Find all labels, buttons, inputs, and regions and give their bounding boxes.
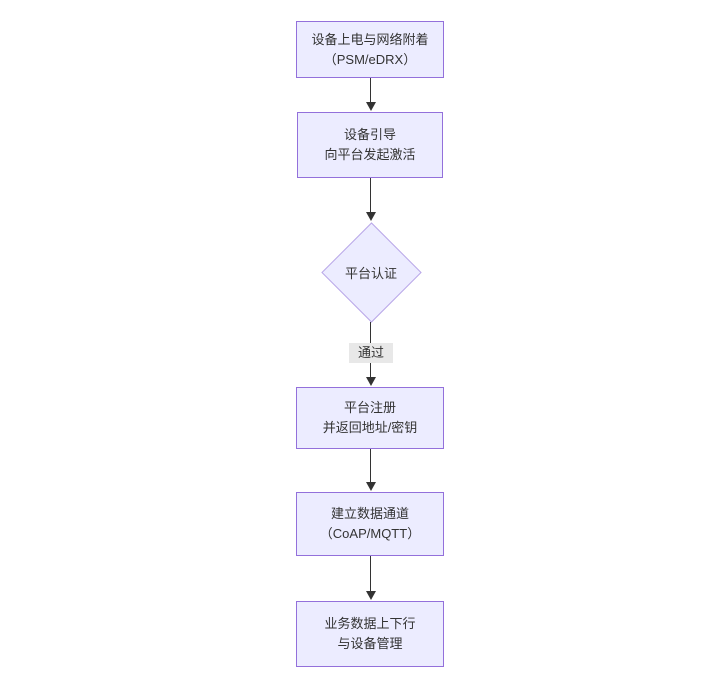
arrowhead-icon — [365, 212, 376, 221]
node-label-line: 平台注册 — [343, 400, 396, 415]
node-label-line: 建立数据通道 — [330, 506, 409, 521]
node-bootstrap: 设备引导 向平台发起激活 — [297, 112, 443, 178]
node-label-line: 设备上电与网络附着 — [311, 31, 429, 47]
node-label-line: 向平台发起激活 — [324, 147, 416, 162]
node-data-channel: 建立数据通道 （CoAP/MQTT） — [296, 492, 444, 556]
edge-arrow-line — [370, 178, 371, 213]
node-auth-decision: 平台认证 — [320, 221, 422, 323]
edge-label-pass: 通过 — [349, 343, 393, 363]
edge-arrow-line — [370, 78, 371, 103]
node-business-data: 业务数据上下行 与设备管理 — [296, 601, 444, 667]
node-power-attach: 设备上电与网络附着 （PSM/eDRX） — [296, 21, 444, 78]
node-register: 平台注册 并返回地址/密钥 — [296, 387, 444, 449]
node-label-line: 与设备管理 — [337, 636, 403, 651]
edge-arrow-line — [370, 556, 371, 592]
arrowhead-icon — [365, 591, 376, 600]
arrowhead-icon — [365, 482, 376, 491]
node-label-line: 平台认证 — [344, 265, 397, 281]
node-label-line: 并返回地址/密钥 — [322, 420, 418, 435]
node-label-line: 业务数据上下行 — [324, 616, 416, 631]
node-label-line: （CoAP/MQTT） — [319, 526, 421, 541]
edge-arrow-line — [370, 449, 371, 483]
node-label-line: 设备引导 — [343, 127, 396, 142]
arrowhead-icon — [365, 377, 376, 386]
arrowhead-icon — [365, 102, 376, 111]
node-label-line: （PSM/eDRX） — [323, 51, 417, 67]
